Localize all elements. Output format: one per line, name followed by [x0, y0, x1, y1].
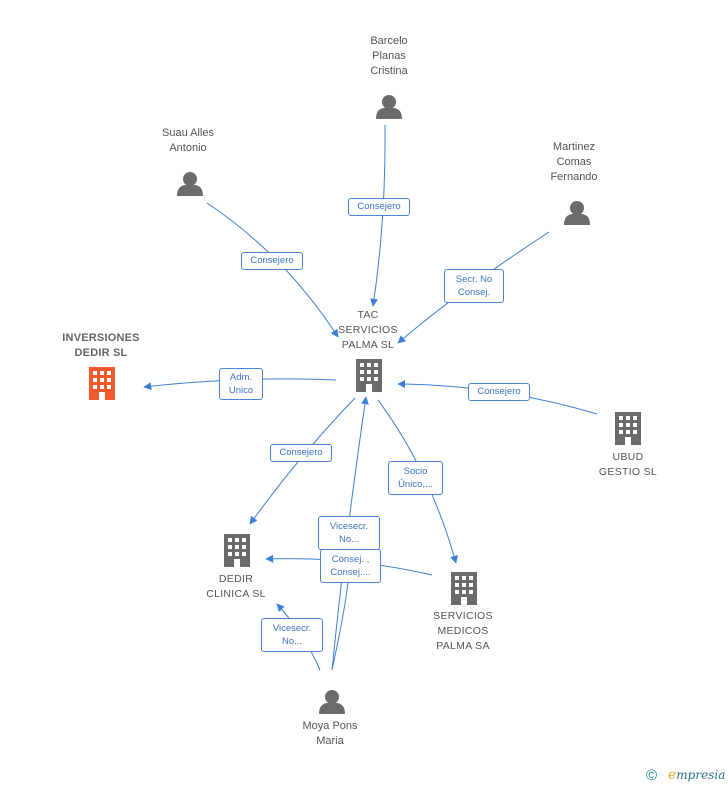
building-icon	[615, 412, 641, 445]
brand-text: mpresia	[676, 768, 726, 782]
edge-label-tac-inversiones[interactable]: Adm. Unico	[219, 368, 263, 400]
node-label-ubud[interactable]: UBUD GESTIO SL	[598, 451, 658, 478]
edge-label-moya-dedir-consej[interactable]: Consej. , Consej....	[320, 549, 381, 583]
person-icon	[564, 201, 590, 225]
brand-logo[interactable]: empresia	[668, 767, 725, 783]
building-icon	[224, 534, 250, 567]
building-icon	[451, 572, 477, 605]
node-label-barcelo[interactable]: Barcelo Planas Cristina	[370, 35, 408, 77]
edge-label-tac-servicios[interactable]: Socio Único,...	[388, 461, 443, 495]
building-icon	[356, 359, 382, 392]
edge-moya-servicios	[331, 581, 349, 671]
copyright-icon: ©	[646, 767, 658, 784]
node-label-servicios[interactable]: SERVICIOS MEDICOS PALMA SA	[433, 610, 493, 652]
node-label-tac[interactable]: TAC SERVICIOS PALMA SL	[338, 309, 398, 351]
edge-label-martinez-tac[interactable]: Secr. No Consej.	[444, 269, 504, 303]
edge-label-barcelo-tac[interactable]: Consejero	[348, 198, 410, 216]
node-label-suau[interactable]: Suau Alles Antonio	[162, 127, 214, 154]
edge-label-moya-tac[interactable]: Vicesecr. No...	[318, 516, 380, 550]
building-icon	[89, 367, 115, 400]
edge-barcelo-tac	[370, 124, 386, 307]
person-icon	[376, 95, 402, 119]
brand-footer: © empresia	[646, 767, 728, 785]
node-label-moya[interactable]: Moya Pons Maria	[302, 720, 358, 747]
node-label-martinez[interactable]: Martinez Comas Fernando	[550, 141, 598, 183]
edge-label-moya-dedir[interactable]: Vicesecr. No...	[261, 618, 323, 652]
person-icon	[177, 172, 203, 196]
node-label-dedir[interactable]: DEDIR CLINICA SL	[206, 573, 266, 600]
edge-label-tac-dedir[interactable]: Consejero	[270, 444, 332, 462]
person-icon	[319, 690, 345, 714]
node-label-inversiones[interactable]: INVERSIONES DEDIR SL	[62, 332, 140, 359]
edge-label-suau-tac[interactable]: Consejero	[241, 252, 303, 270]
brand-initial: e	[668, 767, 677, 783]
edge-label-ubud-tac[interactable]: Consejero	[468, 383, 530, 401]
